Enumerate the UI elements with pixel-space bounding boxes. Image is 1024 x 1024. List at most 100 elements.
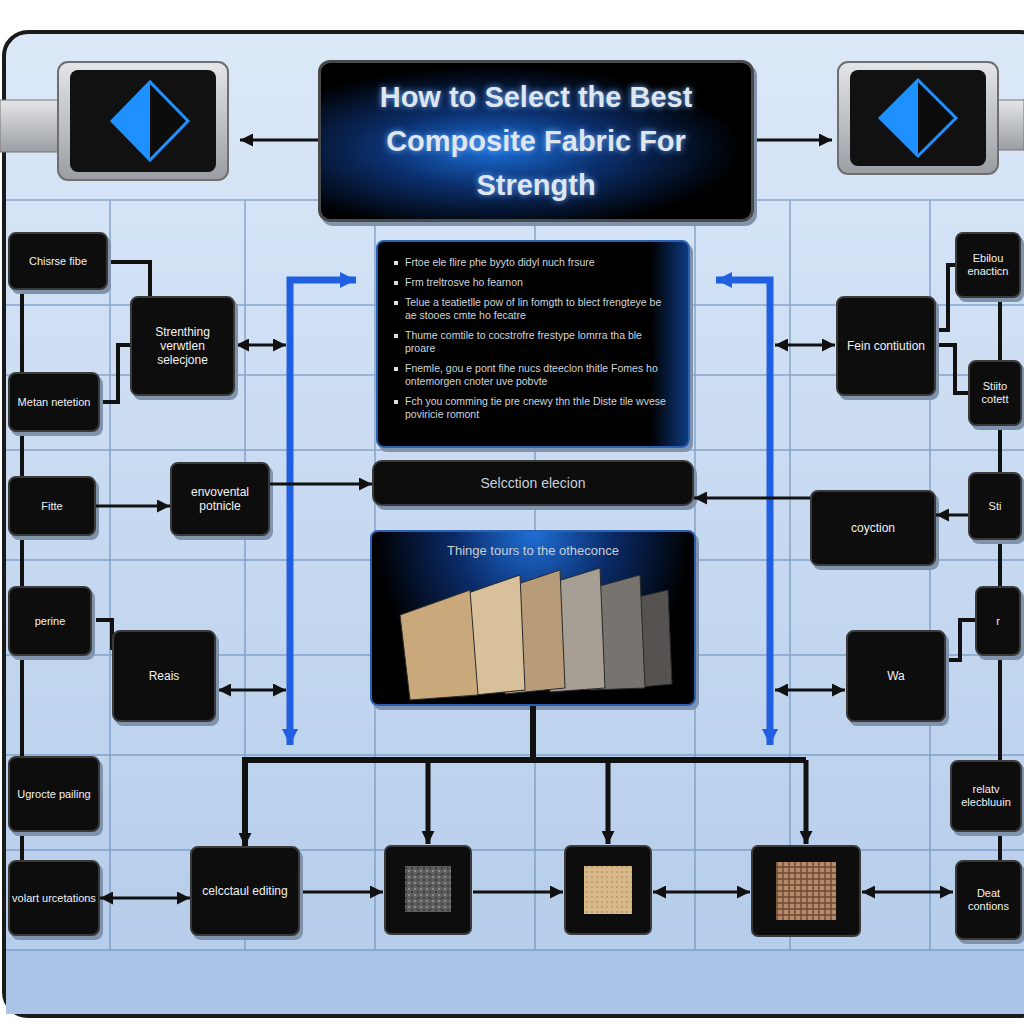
node-label: Sti [989,500,1002,513]
flow-arrow [473,891,563,894]
branch-bar [245,757,265,763]
icon-body [70,70,216,172]
node-label: coyction [851,521,895,535]
process-box: Chisrse fibe [8,232,108,290]
connector-arrow [270,483,372,486]
fabric-sheet [400,590,478,700]
process-box: Sti [968,472,1022,540]
bullet-mark [394,400,398,404]
bullet-mark [394,367,398,371]
link-arrow [236,344,286,347]
bullet-row: Thume comtile to cocstrofre frestype lom… [394,329,674,355]
bullet-mark [394,334,398,338]
process-box: Ugrocte pailing [8,756,100,832]
node-label: Deat contions [959,887,1018,913]
node-label: envovental potnicle [176,485,264,513]
fabric-sheet [500,570,565,694]
icon-diamond-half [112,82,150,160]
node-label: Ebilou enacticn [959,252,1017,278]
flow-arrow [653,891,750,894]
process-box: celcctaul editing [190,846,300,936]
icon-diamond-half [880,80,918,156]
process-box: Fein contiution [836,296,936,396]
bullet-row: Frtoe ele flire phe byyto didyl nuch frs… [394,256,674,269]
bullet-row: Telue a teatietlle pow of lin fomgth to … [394,296,674,322]
process-box: Deat contions [955,860,1022,940]
node-label: Metan netetion [18,396,91,409]
node-label: Fitte [41,500,62,513]
swatch-box [752,846,860,936]
process-box: Fitte [8,476,96,536]
fabric-swatch [405,866,451,912]
flow-arrow [290,280,356,745]
image-panel: Thinge tours to the otheconce [370,530,696,706]
branch-arrow [606,760,611,844]
connector-arrow [96,505,170,508]
process-box: r [975,586,1021,656]
bullet-text: Thume comtile to cocstrofre frestype lom… [405,329,674,355]
bottom-strip [6,950,1024,1014]
icon-frame [838,62,998,174]
connector-arrow [245,706,533,846]
connector-arrow [936,514,968,517]
frame-panel [4,32,1024,1016]
connector-arrow [694,497,810,500]
bullet-mark [394,301,398,305]
icon-diamond [112,82,188,160]
bullet-text: Frm treltrosve ho fearnon [405,276,523,289]
fabric-sheet [545,568,605,692]
title-arrow [754,139,832,142]
bullet-mark [394,261,398,265]
node-label: r [996,615,1000,628]
node-label: perine [35,615,66,628]
flow-arrow [716,280,770,745]
fabric-sheet [585,575,645,690]
process-box: perine [8,586,92,656]
bullet-row: Frm treltrosve ho fearnon [394,276,674,289]
node-label: Reais [149,669,180,683]
node-label: volart urcetations [12,892,96,905]
node-label: Wa [887,669,905,683]
icon-body [850,70,986,166]
link-arrow [775,344,835,347]
node-label: Thinge tours to the otheconce [447,544,619,558]
process-box: Wa [846,630,946,722]
title-text: How to Select the Best Composite Fabric … [361,75,711,207]
title-arrow [240,139,318,142]
branch-bar [530,757,806,763]
node-label: Selcction elecion [480,476,585,490]
selection-bar: Selcction elecion [372,460,694,506]
process-box: Stiito cotett [968,360,1022,426]
node-label: Chisrse fibe [29,255,87,268]
process-box: envovental potnicle [170,462,270,536]
flow-arrow [302,891,383,894]
bullet-row: Fch you comming tie pre cnewy thn thle D… [394,395,674,421]
fabric-swatch [776,862,836,920]
title-box: How to Select the Best Composite Fabric … [318,60,754,222]
process-box: Strenthing verwtlen selecjone [130,296,235,396]
bullet-text: Telue a teatietlle pow of lin fomgth to … [405,296,674,322]
process-box: relatv elecbluuin [950,760,1022,832]
fabric-sheet [625,590,672,688]
node-label: relatv elecbluuin [954,783,1018,809]
link-arrow [775,689,845,692]
connector-arrow [100,897,190,900]
process-box: coyction [810,490,936,566]
bullet-mark [394,281,398,285]
process-box: volart urcetations [8,860,100,936]
node-label: Fein contiution [847,339,925,353]
node-label: celcctaul editing [202,884,287,898]
node-label: Ugrocte pailing [17,788,90,801]
bullet-text: Fnemle, gou e pont fihe nucs dteeclon th… [405,362,674,388]
branch-arrow [426,760,431,844]
icon-frame [58,62,228,180]
node-label: Strenthing verwtlen selecjone [136,325,229,367]
bullet-row: Fnemle, gou e pont fihe nucs dteeclon th… [394,362,674,388]
flow-arrow [862,891,953,894]
fabric-sheet [448,575,525,697]
icon-diamond [880,80,956,156]
link-arrow [218,689,286,692]
process-box: Metan netetion [8,372,100,432]
